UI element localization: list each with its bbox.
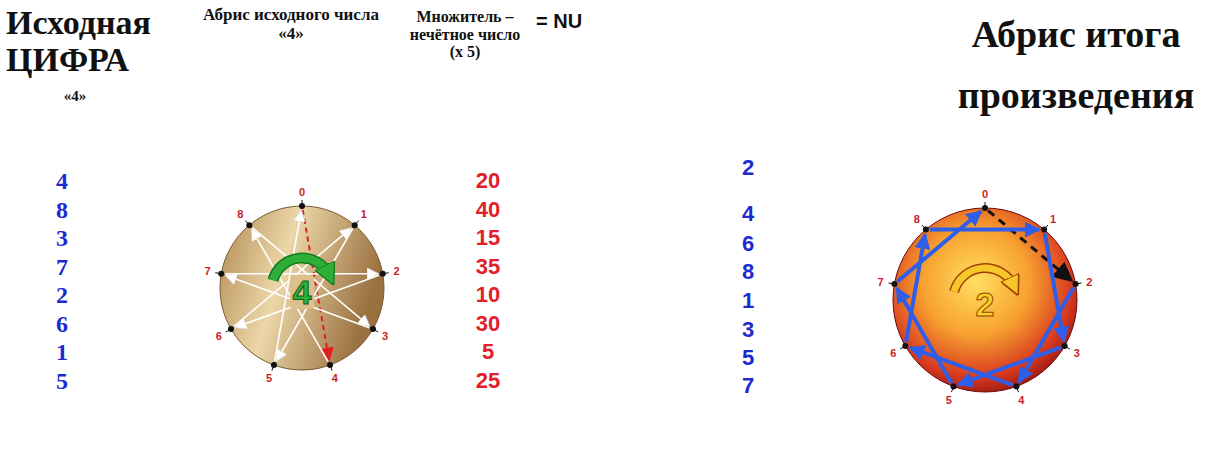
point-number: 1 [361,208,367,220]
point-number: 0 [982,188,988,200]
source-digit: 8 [56,197,68,223]
result-digit: 1 [742,289,754,313]
result-digit: 3 [742,318,754,342]
center-digit: 4 [290,275,315,309]
source-digit: 4 [56,168,68,194]
abris-stroke [276,229,352,361]
result-digit: 7 [742,374,754,398]
point-number: 6 [890,347,896,359]
product-value: 35 [476,255,500,279]
source-circle [220,206,384,370]
column-heading: Множитель – нечётное число (х 5) [404,8,526,61]
product-value: 5 [482,340,494,364]
point-dot [380,271,386,277]
source-digit: 6 [56,311,68,337]
center-digit-node: 4 [286,273,319,311]
product-value: 25 [476,369,500,393]
abris-stroke [906,234,925,342]
result-digit: 5 [742,346,754,370]
result-circle [893,208,1077,392]
point-dot [902,343,908,349]
point-dot [246,222,252,228]
point-number: 7 [204,265,210,277]
abris-stroke [910,348,1013,385]
point-number: 3 [1074,347,1080,359]
point-number: 1 [1050,213,1056,225]
point-number: 0 [299,186,305,198]
point-dot [982,205,988,211]
point-dot [1073,281,1079,287]
source-digit: 5 [56,368,68,394]
result-digit: 6 [742,232,754,256]
point-number: 4 [1018,394,1024,406]
product-value: 10 [476,283,500,307]
point-number: 8 [237,208,243,220]
point-dot [370,326,376,332]
abris-stroke [1045,233,1064,341]
point-dot [271,362,277,368]
point-number: 6 [216,330,222,342]
point-number: 5 [946,394,952,406]
point-number: 3 [382,330,388,342]
point-dot [218,271,224,277]
result-digit: 2 [742,156,754,180]
product-value: 20 [476,169,500,193]
abris-stroke [234,228,351,326]
abris-stroke [252,230,328,362]
source-digit: 2 [56,282,68,308]
point-number: 7 [878,276,884,288]
point-dot [352,222,358,228]
point-number: 2 [1086,276,1092,288]
abris-stroke [236,275,379,327]
point-dot [1041,227,1047,233]
result-digit: 8 [742,260,754,284]
star-strokes [215,200,1081,392]
point-number: 2 [393,265,399,277]
column-heading: Исходная ЦИФРА [6,4,188,79]
column-heading: «4» [64,88,87,105]
center-digit-node: 2 [969,285,1002,323]
source-digit: 1 [56,339,68,365]
product-value: 40 [476,198,500,222]
point-dot [299,203,305,209]
abris-stroke [958,347,1061,384]
abris-stroke [252,228,369,326]
point-dot [228,326,234,332]
point-dot [951,383,957,389]
point-number: 8 [914,213,920,225]
point-dot [891,281,897,287]
abris-stroke [226,275,369,327]
product-value: 30 [476,312,500,336]
point-number: 4 [332,372,338,384]
point-dot [327,362,333,368]
point-dot [1062,343,1068,349]
source-digit: 3 [56,225,68,251]
abris-stroke [897,288,952,383]
result-digit: 4 [742,202,754,226]
point-dot [923,227,929,233]
column-heading: = NU [536,10,616,32]
product-value: 15 [476,226,500,250]
point-dot [1013,383,1019,389]
source-digit: 7 [56,254,68,280]
center-digit: 2 [973,287,998,321]
point-number: 5 [266,372,272,384]
abris-stroke [930,228,1039,232]
column-heading: Абрис итога произведения [950,4,1202,126]
abris-stroke [1019,287,1074,382]
column-heading: Абрис исходного числа «4» [200,6,382,43]
